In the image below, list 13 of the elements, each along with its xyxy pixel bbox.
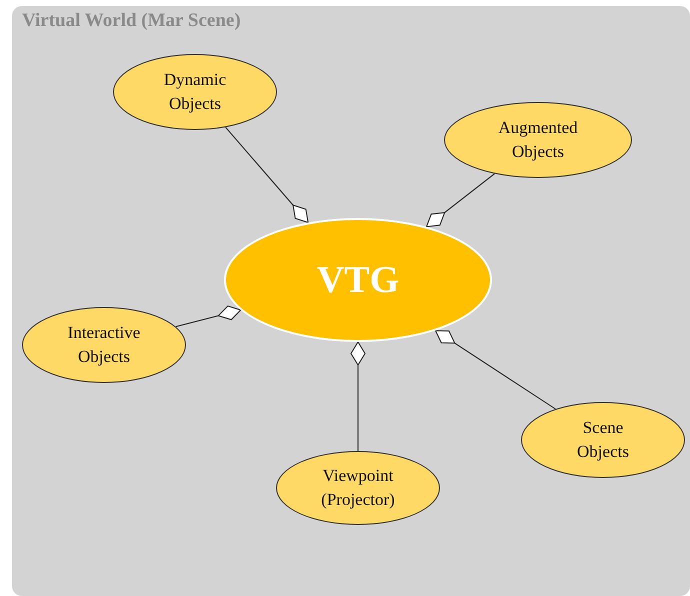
node-label: Interactive Objects [66, 322, 142, 368]
group-title: Virtual World (Mar Scene) [22, 10, 241, 32]
node-label: VTG [316, 258, 400, 302]
node-label: Viewpoint (Projector) [320, 465, 396, 511]
group-panel [12, 6, 690, 596]
node-label: Scene Objects [576, 417, 630, 463]
node-label: Dynamic Objects [162, 69, 228, 115]
aggregation-connector [225, 126, 309, 223]
node-label: Augmented Objects [497, 117, 579, 163]
aggregation-connector [426, 173, 496, 228]
aggregation-connector [350, 342, 366, 452]
aggregation-connector [435, 330, 556, 410]
aggregation-connector [175, 306, 242, 328]
